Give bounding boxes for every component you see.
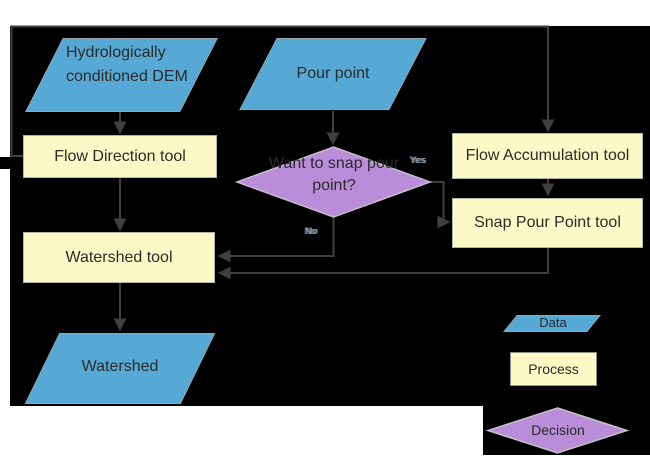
- legend-decision-label: Decision: [531, 422, 585, 438]
- legend-process-shape: Process: [510, 352, 597, 386]
- left-edge-notch: [0, 157, 12, 169]
- node-flow-accumulation: Flow Accumulation tool: [452, 133, 643, 179]
- node-snap-pour-point: Snap Pour Point tool: [452, 198, 643, 248]
- edge-label-yes: Yes: [410, 155, 427, 165]
- node-flow-direction: Flow Direction tool: [23, 135, 217, 178]
- edge-label-no: No: [305, 226, 318, 236]
- decision-diamond-label: Want to snap pour point?: [268, 155, 400, 194]
- node-watershed-tool: Watershed tool: [23, 232, 215, 283]
- node-dem-label: Hydrologically conditioned DEM: [66, 44, 188, 85]
- node-flow-accumulation-label: Flow Accumulation tool: [465, 147, 630, 164]
- legend-process-label: Process: [528, 361, 579, 377]
- node-watershed-label: Watershed: [81, 358, 159, 375]
- node-pour-point-label: Pour point: [296, 65, 370, 82]
- node-watershed-tool-label: Watershed tool: [65, 248, 173, 266]
- node-flow-direction-label: Flow Direction tool: [54, 147, 186, 165]
- node-snap-pour-point-label: Snap Pour Point tool: [474, 214, 621, 231]
- legend-data-label: Data: [539, 315, 567, 330]
